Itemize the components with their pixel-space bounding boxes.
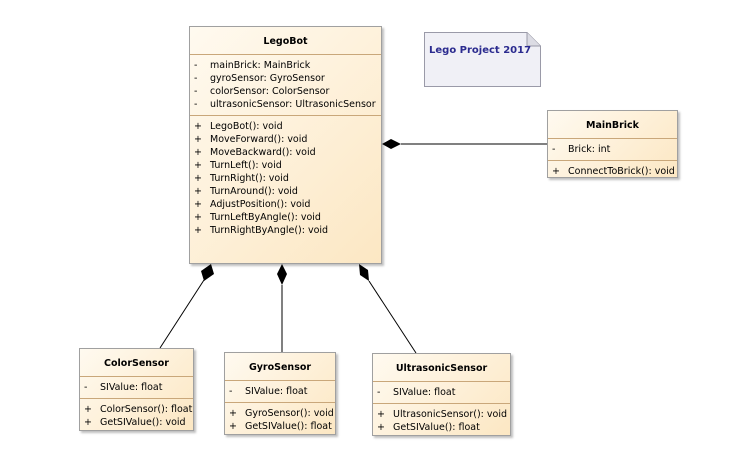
operations-compartment: +UltrasonicSensor(): void +GetSIValue():…: [373, 404, 510, 438]
composition-diamond-gyrosensor: [277, 264, 287, 285]
attributes-compartment: -Brick: int: [548, 139, 677, 161]
class-name: ColorSensor: [80, 349, 193, 377]
operation: +GetSIValue(): float: [229, 421, 332, 432]
operations-compartment: +GyroSensor(): void +GetSIValue(): float: [225, 403, 335, 437]
class-name: GyroSensor: [225, 353, 335, 381]
operation: +ColorSensor(): float: [84, 404, 193, 415]
operation: +MoveBackward(): void: [194, 147, 316, 158]
composition-diamond-mainbrick: [382, 139, 401, 149]
operation: +AdjustPosition(): void: [194, 199, 311, 210]
attribute: -Brick: int: [552, 144, 611, 155]
class-name: LegoBot: [190, 27, 381, 55]
operation: +GetSIValue(): float: [377, 422, 480, 433]
note-text: Lego Project 2017: [429, 45, 532, 56]
attribute: -colorSensor: ColorSensor: [194, 86, 330, 97]
class-colorsensor[interactable]: ColorSensor -SIValue: float +ColorSensor…: [79, 348, 194, 431]
composition-diamond-colorsensor: [201, 264, 214, 281]
composition-line-ultrasonicsensor: [368, 280, 417, 354]
operation: +TurnAround(): void: [194, 186, 298, 197]
operation: +TurnLeftByAngle(): void: [194, 212, 321, 223]
attribute: -mainBrick: MainBrick: [194, 60, 311, 71]
composition-line-colorsensor: [159, 279, 205, 349]
operation: +TurnLeft(): void: [194, 160, 282, 171]
operations-compartment: +ColorSensor(): float +GetSIValue(): voi…: [80, 399, 193, 433]
operation: +MoveForward(): void: [194, 134, 308, 145]
operation: +GyroSensor(): void: [229, 408, 334, 419]
attributes-compartment: -SIValue: float: [80, 377, 193, 399]
operation: +GetSIValue(): void: [84, 417, 186, 428]
attribute: -SIValue: float: [84, 382, 163, 393]
note-shape: [424, 32, 541, 87]
operation: +ConnectToBrick(): void: [552, 166, 675, 177]
operation: +LegoBot(): void: [194, 121, 283, 132]
project-note[interactable]: Lego Project 2017: [424, 32, 541, 87]
attribute: -SIValue: float: [377, 387, 456, 398]
attribute: -ultrasonicSensor: UltrasonicSensor: [194, 99, 376, 110]
class-gyrosensor[interactable]: GyroSensor -SIValue: float +GyroSensor()…: [224, 352, 336, 435]
attribute: -gyroSensor: GyroSensor: [194, 73, 325, 84]
operation: +TurnRight(): void: [194, 173, 289, 184]
operations-compartment: +ConnectToBrick(): void: [548, 161, 677, 182]
attribute: -SIValue: float: [229, 386, 308, 397]
attributes-compartment: -SIValue: float: [225, 381, 335, 403]
class-name: UltrasonicSensor: [373, 354, 510, 382]
composition-diamond-ultrasonicsensor: [359, 264, 369, 281]
operation: +UltrasonicSensor(): void: [377, 409, 507, 420]
attributes-compartment: -mainBrick: MainBrick -gyroSensor: GyroS…: [190, 55, 381, 116]
operation: +TurnRightByAngle(): void: [194, 225, 329, 236]
class-name: MainBrick: [548, 111, 677, 139]
operations-compartment: +LegoBot(): void +MoveForward(): void +M…: [190, 116, 381, 241]
class-mainbrick[interactable]: MainBrick -Brick: int +ConnectToBrick():…: [547, 110, 678, 178]
class-ultrasonicsensor[interactable]: UltrasonicSensor -SIValue: float +Ultras…: [372, 353, 511, 436]
attributes-compartment: -SIValue: float: [373, 382, 510, 404]
class-legobot[interactable]: LegoBot -mainBrick: MainBrick -gyroSenso…: [189, 26, 382, 264]
